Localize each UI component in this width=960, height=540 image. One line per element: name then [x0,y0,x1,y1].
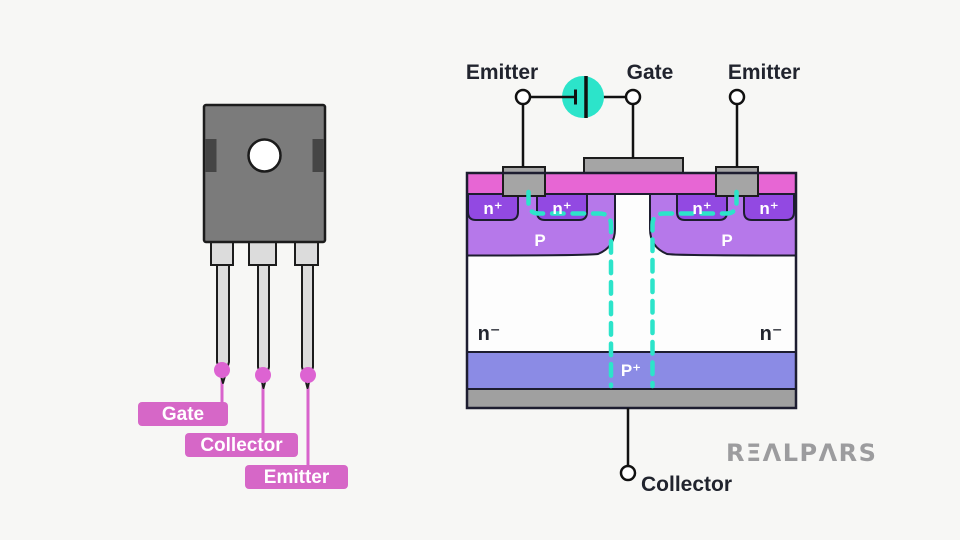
emitter-left-terminal [514,88,532,106]
channel-path-dashed-right [650,189,739,389]
collector-pin-dot [255,367,271,383]
collector-pin-label-box [185,433,298,457]
emitter-right-terminal [728,88,746,106]
n-plus-label-4: n⁺ [759,199,778,218]
transistor-package-figure: Gate Collector Emitter [138,103,348,489]
n-minus-label-right: n⁻ [760,323,783,345]
package-mounting-hole [247,138,282,173]
gate-voltage-source [562,76,604,118]
gate-terminal [624,88,642,106]
die-outline [465,171,798,410]
gate-terminal-label: Gate [627,61,674,84]
gate-pin-label-text: Gate [162,404,204,425]
collector-terminal-label: Collector [641,473,732,496]
channel-path-dashed-left [526,189,614,389]
emitter-pin-label-text: Emitter [264,467,330,488]
n-minus-label-left: n⁻ [478,323,501,345]
realpars-logo: RΞΛLPΛRS [726,439,877,467]
battery-circle [562,76,604,118]
igbt-cross-section-figure: Emitter Gate Emitter Collector n⁺ n⁺ n⁺ … [465,61,800,496]
p-plus-label: P⁺ [621,361,641,380]
emitter-pin-label-box [245,465,348,489]
gate-pin-label: Gate [138,402,228,426]
collector-terminal [619,464,637,482]
n-plus-label-3: n⁺ [692,199,711,218]
p-body-label-left: P [534,231,545,250]
emitter-contact-left [502,166,546,197]
emitter-pin-dot [300,367,316,383]
n-plus-region-1 [467,193,519,221]
n-plus-label-1: n⁺ [483,199,502,218]
emitter-pin-label: Emitter [245,465,348,489]
collector-pin-label-text: Collector [200,435,283,456]
emitter-right-terminal-label: Emitter [728,61,800,84]
package-body [202,103,327,244]
package-right-tab [312,139,324,172]
n-plus-label-2: n⁺ [552,199,571,218]
emitter-leg-stub [294,241,319,266]
collector-metal-layer [466,388,797,409]
gate-pin-dot [214,362,230,378]
collector-pin-label: Collector [185,433,298,457]
gate-electrode [583,157,684,174]
collector-leg-stub [248,241,277,266]
p-body-label-right: P [721,231,732,250]
package-left-tab [205,139,217,172]
gate-pin-label-box [138,402,228,426]
n-plus-region-4 [743,193,795,221]
emitter-left-terminal-label: Emitter [466,61,538,84]
gate-leg-stub [210,241,234,266]
